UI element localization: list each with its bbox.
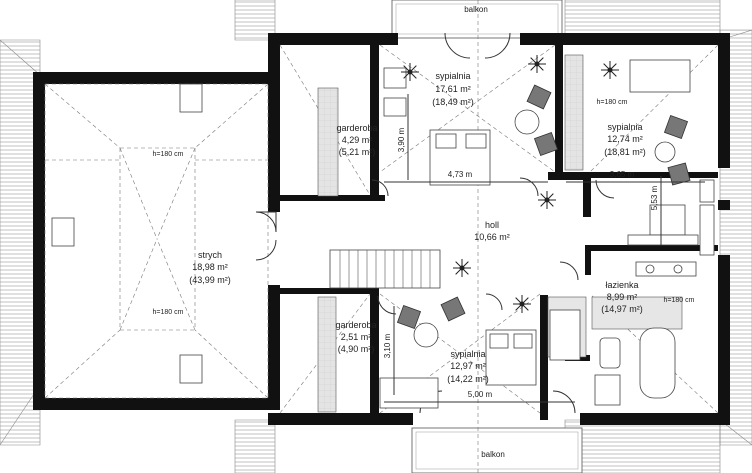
- dimension-4-73: 4,73 m: [448, 170, 473, 179]
- room-garderoba1-name: garderoba: [336, 123, 377, 133]
- plant-icon: [528, 55, 546, 73]
- height-label-bedroom: h=180 cm: [597, 99, 628, 106]
- room-sypialnia3-area: 12,97 m²: [450, 361, 486, 371]
- height-label-attic-bottom: h=180 cm: [153, 309, 184, 316]
- room-lazienka-area: 8,99 m²: [607, 292, 638, 302]
- balcony-bottom: [411, 427, 583, 473]
- room-holl-name: holl: [485, 220, 499, 230]
- attic-roof-lines: [44, 83, 269, 399]
- room-sypialnia1-area-total: (18,49 m²): [432, 97, 474, 107]
- room-lazienka-area-total: (14,97 m²): [601, 304, 643, 314]
- balcony-bottom-label: balkon: [481, 450, 505, 459]
- plant-icon: [601, 61, 619, 79]
- room-garderoba1-area: 4,29 m²: [342, 135, 373, 145]
- room-sypialnia3-name: sypialnia: [450, 349, 485, 359]
- plant-icon: [453, 259, 471, 277]
- plant-icon: [401, 63, 419, 81]
- room-sypialnia2-name: sypialnia: [607, 122, 642, 132]
- dimension-3-90: 3,90 m: [397, 127, 406, 152]
- balcony-top: [391, 0, 563, 39]
- dimension-3-65: 3,65 m: [610, 170, 635, 179]
- room-lazienka-name: łazienka: [605, 280, 638, 290]
- room-garderoba2-area-total: (4,90 m²): [338, 344, 375, 354]
- plant-icon: [538, 191, 556, 209]
- room-strych-area-total: (43,99 m²): [189, 275, 231, 285]
- plant-icon: [513, 295, 531, 313]
- room-sypialnia2-area: 12,74 m²: [607, 134, 643, 144]
- walls: [33, 33, 730, 425]
- floor-roof-lines: [279, 0, 719, 473]
- room-sypialnia2-area-total: (18,81 m²): [604, 147, 646, 157]
- room-garderoba2-name: garderoba: [335, 320, 376, 330]
- plants: [401, 55, 619, 313]
- room-garderoba1-area-total: (5,21 m²): [339, 147, 376, 157]
- room-garderoba2-area: 2,51 m²: [341, 332, 372, 342]
- staircase: [329, 249, 441, 289]
- labels: balkon balkon strych 18,98 m² (43,99 m²)…: [153, 5, 695, 459]
- skylights: [51, 83, 203, 384]
- balcony-top-label: balkon: [464, 5, 488, 14]
- room-sypialnia3-area-total: (14,22 m²): [447, 374, 489, 384]
- furniture: [379, 59, 699, 409]
- dimension-lines: [384, 94, 705, 403]
- room-strych-area: 18,98 m²: [192, 262, 228, 272]
- room-holl-area: 10,66 m²: [474, 232, 510, 242]
- room-sypialnia1-area: 17,61 m²: [435, 84, 471, 94]
- room-sypialnia1-name: sypialnia: [435, 71, 470, 81]
- dimension-3-10: 3,10 m: [383, 333, 392, 358]
- dimension-5-53: 5,53 m: [650, 185, 659, 210]
- doors: [255, 32, 715, 414]
- dimension-5-00: 5,00 m: [468, 390, 493, 399]
- height-label-attic-top: h=180 cm: [153, 151, 184, 158]
- room-strych-name: strych: [198, 250, 222, 260]
- height-label-bathroom: h=180 cm: [664, 297, 695, 304]
